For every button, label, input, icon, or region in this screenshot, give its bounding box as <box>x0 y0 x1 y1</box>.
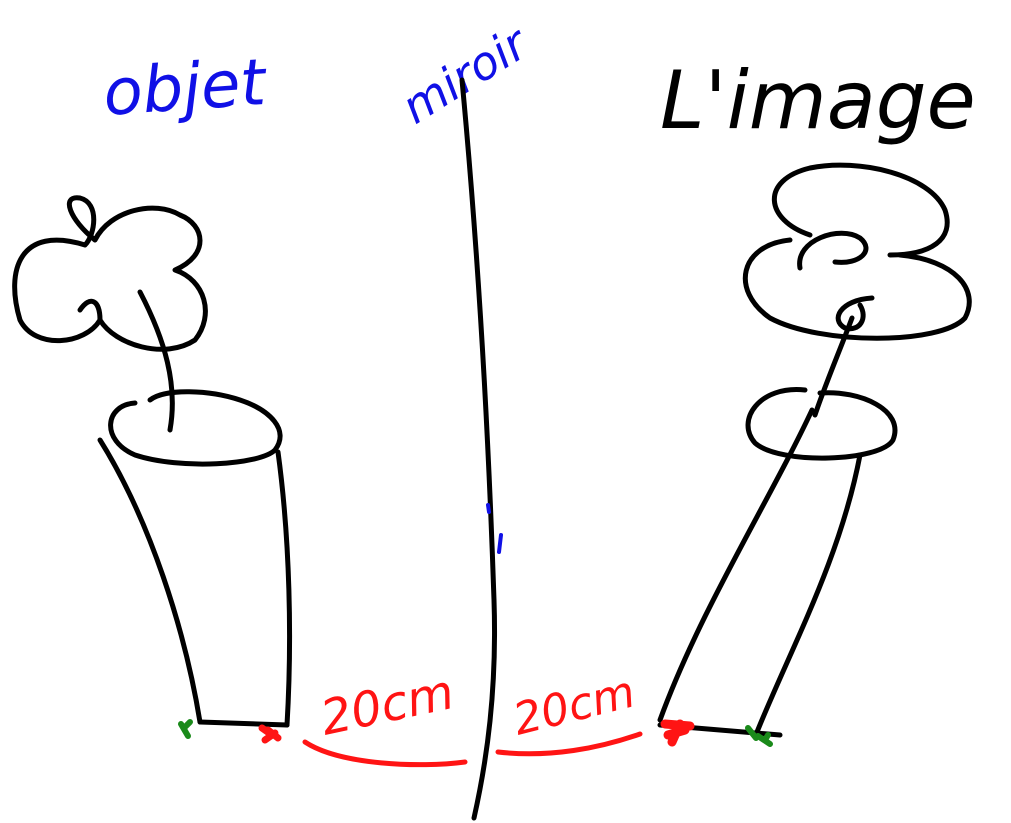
object-flower-inner <box>77 298 103 323</box>
image-pot-rim <box>745 387 898 461</box>
object-pot-right-side <box>275 449 293 728</box>
mirror-line <box>459 77 498 821</box>
distance-line-left <box>302 739 468 768</box>
object-pot-rim <box>108 389 283 467</box>
image-flower-loop <box>835 295 875 332</box>
object-pot-left-side <box>97 437 203 725</box>
image-drawing <box>657 162 972 738</box>
object-green-marker <box>178 719 193 739</box>
distance-label-left: 20cm <box>316 664 459 747</box>
distance-line-right <box>495 731 643 757</box>
object-red-marker <box>258 724 282 744</box>
image-stem <box>812 315 855 418</box>
image-green-marker <box>745 725 773 747</box>
object-drawing <box>12 195 293 728</box>
object-flower <box>12 195 208 352</box>
image-flower-top <box>771 162 950 258</box>
image-pot-right-side <box>754 452 863 735</box>
object-label: objet <box>101 46 271 131</box>
object-pot-base <box>197 719 290 728</box>
mirror-blue-mark <box>486 503 503 554</box>
object-stem <box>137 289 175 433</box>
image-label: L'image <box>660 54 976 147</box>
image-flower-center <box>797 230 869 271</box>
image-pot-left-side <box>657 407 815 723</box>
image-red-marker <box>660 719 695 747</box>
image-flower-bottom <box>742 237 972 341</box>
distance-label-right: 20cm <box>508 666 640 745</box>
